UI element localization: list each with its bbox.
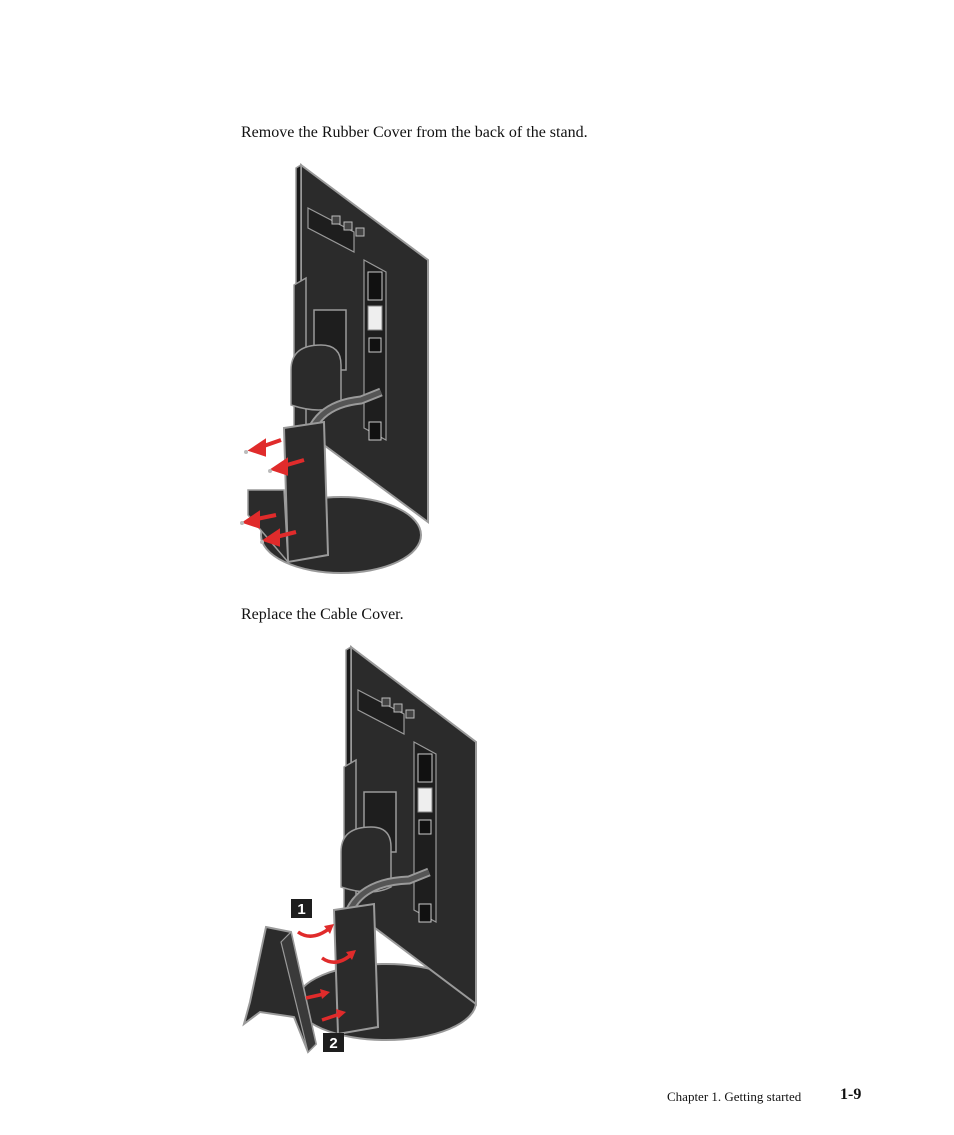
callout-1: 1 xyxy=(291,899,312,918)
callout-2: 2 xyxy=(323,1033,344,1052)
step-2-instruction: Replace the Cable Cover. xyxy=(241,606,404,623)
step-1-instruction: Remove the Rubber Cover from the back of… xyxy=(241,124,588,141)
rubber-cover-removal-illustration xyxy=(240,163,429,574)
callout-1-label: 1 xyxy=(297,901,305,918)
cable-cover-replacement-illustration: 1 2 xyxy=(242,644,477,1054)
footer-chapter-title: Chapter 1. Getting started xyxy=(667,1089,802,1104)
callout-2-label: 2 xyxy=(329,1035,337,1052)
page-number: 1-9 xyxy=(840,1086,862,1103)
